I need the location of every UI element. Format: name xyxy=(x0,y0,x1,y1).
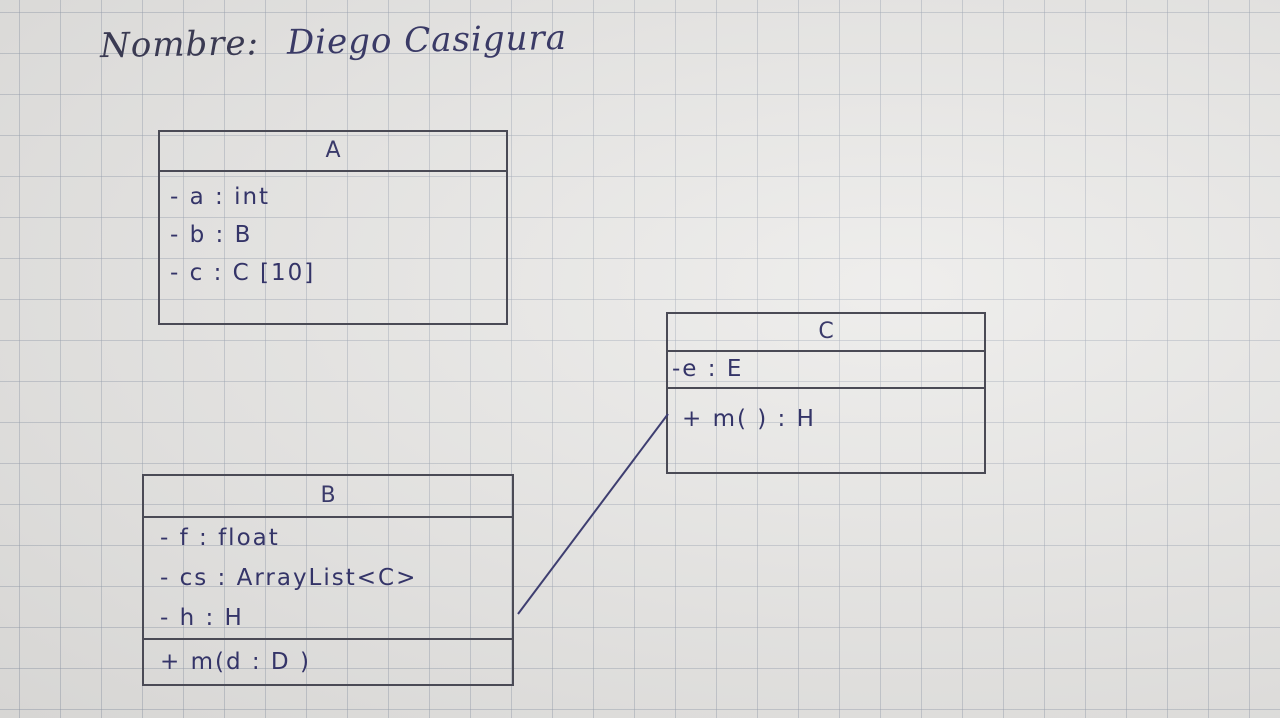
uml-class-b: B - f : float - cs : ArrayList<C> - h : … xyxy=(142,474,514,686)
class-c-method: + m( ) : H xyxy=(682,406,816,432)
class-a-attribute: - c : C [10] xyxy=(170,260,316,286)
class-c-name: C xyxy=(668,314,984,352)
class-b-methods: + m(d : D ) xyxy=(144,640,512,684)
class-b-attribute: - h : H xyxy=(160,605,244,631)
association-b-to-c xyxy=(517,413,669,615)
class-b-name: B xyxy=(144,476,512,518)
class-b-attribute: - f : float xyxy=(160,525,280,551)
class-c-attribute: -e : E xyxy=(672,356,744,382)
name-value: Diego Casigura xyxy=(286,17,568,63)
name-label: Nombre: xyxy=(99,23,260,67)
class-a-attributes: - a : int - b : B - c : C [10] xyxy=(160,172,506,292)
class-c-methods: + m( ) : H xyxy=(668,389,984,449)
class-a-name: A xyxy=(160,132,506,172)
student-name-header: Nombre: Diego Casigura xyxy=(100,18,568,66)
class-c-attributes: -e : E xyxy=(668,352,984,389)
class-b-method: + m(d : D ) xyxy=(160,649,311,675)
uml-class-a: A - a : int - b : B - c : C [10] xyxy=(158,130,508,325)
class-b-attributes: - f : float - cs : ArrayList<C> - h : H xyxy=(144,518,512,640)
uml-class-c: C -e : E + m( ) : H xyxy=(666,312,986,474)
class-a-attribute: - a : int xyxy=(170,184,271,210)
class-a-attribute: - b : B xyxy=(170,222,253,248)
class-b-attribute: - cs : ArrayList<C> xyxy=(160,565,418,591)
